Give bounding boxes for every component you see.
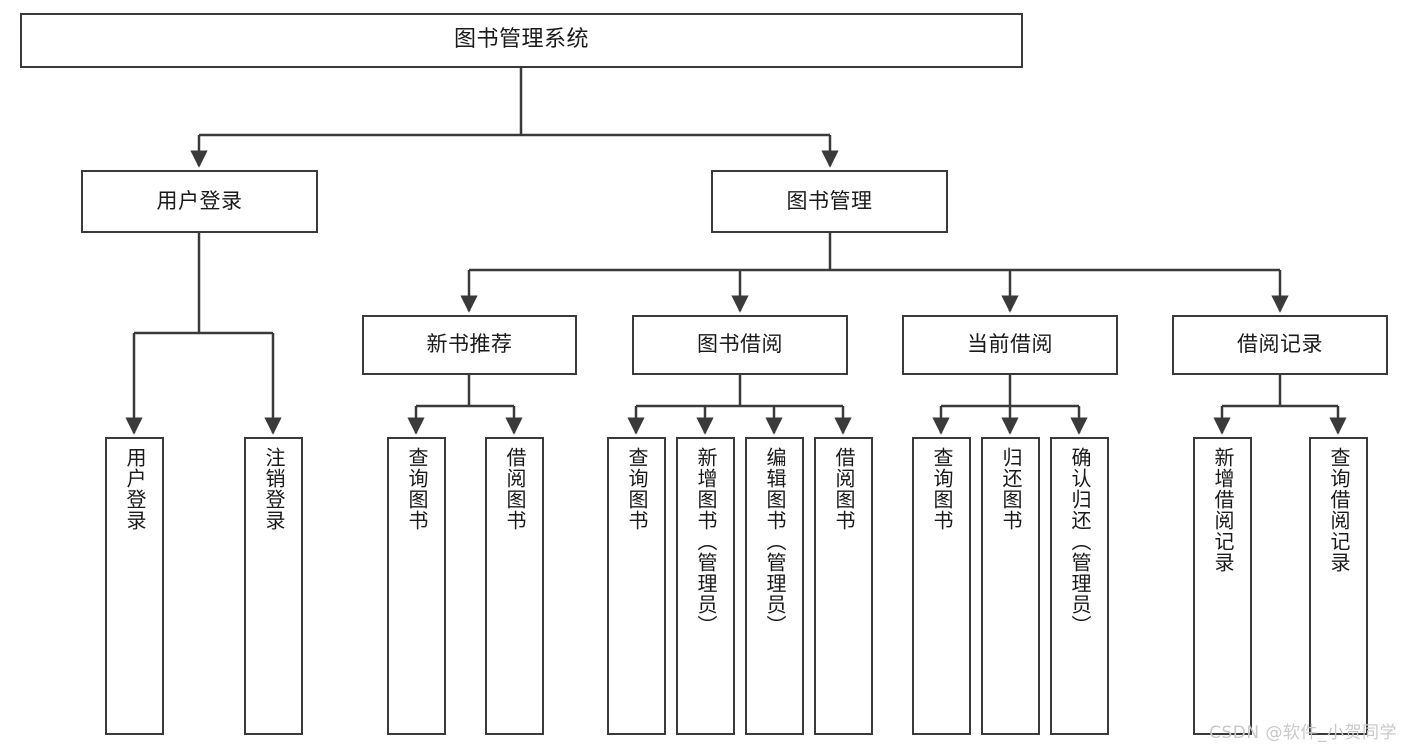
node-book-borrowing[interactable]: 图书借阅 [632, 315, 848, 375]
leaf-user-login-login[interactable]: 用户登录 [105, 437, 164, 735]
leaf-new-book-borrow-books[interactable]: 借阅图书 [485, 437, 544, 735]
node-label: 注销登录 [262, 447, 286, 531]
leaf-borrow-record-query-record[interactable]: 查询借阅记录 [1309, 437, 1368, 735]
node-label: 借阅图书 [503, 447, 527, 531]
leaf-current-borrow-return-books[interactable]: 归还图书 [981, 437, 1040, 735]
node-label: 图书借阅 [697, 332, 783, 357]
node-label: 新增借阅记录 [1211, 447, 1235, 573]
node-label: 查询图书 [625, 447, 649, 531]
leaf-user-login-logout[interactable]: 注销登录 [244, 437, 303, 735]
node-label: 新增图书（管理员） [694, 447, 718, 636]
leaf-current-borrow-confirm-return-admin[interactable]: 确认归还（管理员） [1050, 437, 1109, 735]
node-label: 用户登录 [156, 188, 243, 213]
node-label: 借阅图书 [832, 447, 856, 531]
node-label: 归还图书 [999, 447, 1023, 531]
node-label: 新书推荐 [426, 332, 513, 357]
node-label: 当前借阅 [967, 332, 1053, 357]
leaf-new-book-query-books[interactable]: 查询图书 [387, 437, 446, 735]
node-borrowing-record[interactable]: 借阅记录 [1172, 315, 1388, 375]
leaf-book-borrow-borrow-books[interactable]: 借阅图书 [814, 437, 873, 735]
node-label: 确认归还（管理员） [1068, 447, 1092, 636]
leaf-book-borrow-edit-book-admin[interactable]: 编辑图书（管理员） [745, 437, 804, 735]
node-label: 查询图书 [405, 447, 429, 531]
node-label: 查询图书 [930, 447, 954, 531]
node-new-book-recommendation[interactable]: 新书推荐 [362, 315, 577, 375]
leaf-borrow-record-add-record[interactable]: 新增借阅记录 [1193, 437, 1252, 735]
leaf-current-borrow-query-books[interactable]: 查询图书 [912, 437, 971, 735]
node-book-management[interactable]: 图书管理 [711, 170, 948, 233]
node-label: 借阅记录 [1237, 332, 1323, 357]
node-label: 编辑图书（管理员） [763, 447, 787, 636]
node-user-login[interactable]: 用户登录 [81, 170, 318, 233]
node-root-book-management-system[interactable]: 图书管理系统 [20, 13, 1023, 68]
node-current-borrowing[interactable]: 当前借阅 [902, 315, 1118, 375]
leaf-book-borrow-query-books[interactable]: 查询图书 [607, 437, 666, 735]
leaf-book-borrow-add-book-admin[interactable]: 新增图书（管理员） [676, 437, 735, 735]
node-label: 用户登录 [123, 447, 147, 531]
node-label: 图书管理系统 [453, 27, 589, 53]
node-label: 查询借阅记录 [1327, 447, 1351, 573]
node-label: 图书管理 [786, 188, 873, 213]
